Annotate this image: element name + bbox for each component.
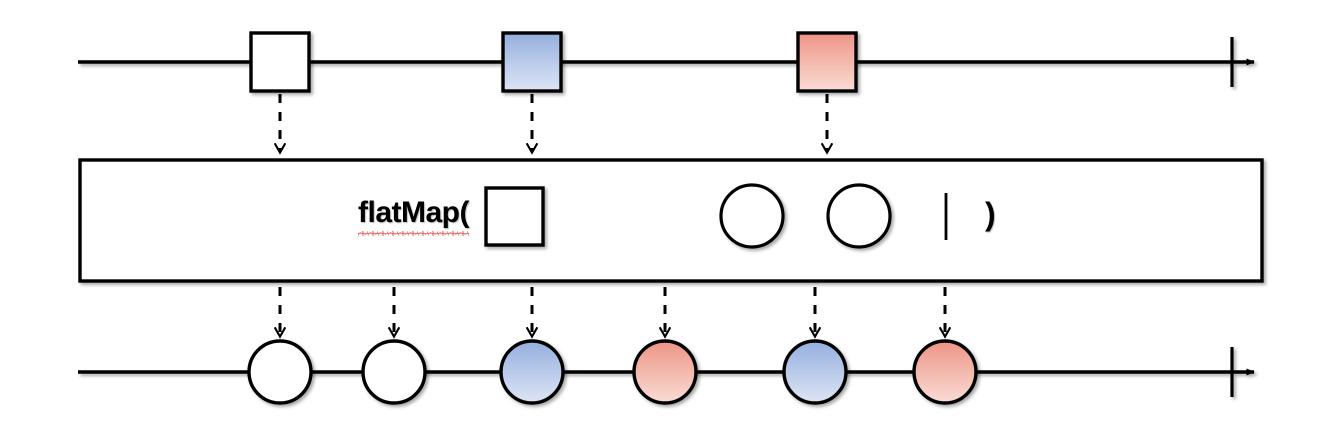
source-marble-3[interactable] bbox=[796, 31, 858, 93]
drop-arrows-to-result bbox=[280, 287, 945, 336]
result-marble-6[interactable] bbox=[912, 339, 978, 405]
drop-arrows-to-operator bbox=[280, 94, 827, 152]
source-marble-2[interactable] bbox=[501, 31, 563, 93]
result-marble-3[interactable] bbox=[499, 339, 565, 405]
operator-label-text: flatMap( bbox=[358, 196, 470, 236]
source-marble-1[interactable] bbox=[249, 31, 311, 93]
inner-marble-2[interactable] bbox=[826, 183, 892, 249]
operator-box bbox=[78, 158, 1264, 283]
operator-label: flatMap( bbox=[358, 196, 470, 236]
result-marble-1[interactable] bbox=[247, 339, 313, 405]
inner-source-marble[interactable] bbox=[484, 186, 545, 247]
result-marble-5[interactable] bbox=[782, 339, 848, 405]
inner-timeline bbox=[545, 193, 973, 240]
result-marble-2[interactable] bbox=[361, 339, 427, 405]
inner-marble-1[interactable] bbox=[719, 183, 785, 249]
operator-close-paren: ) bbox=[985, 196, 996, 232]
result-marble-4[interactable] bbox=[632, 339, 698, 405]
